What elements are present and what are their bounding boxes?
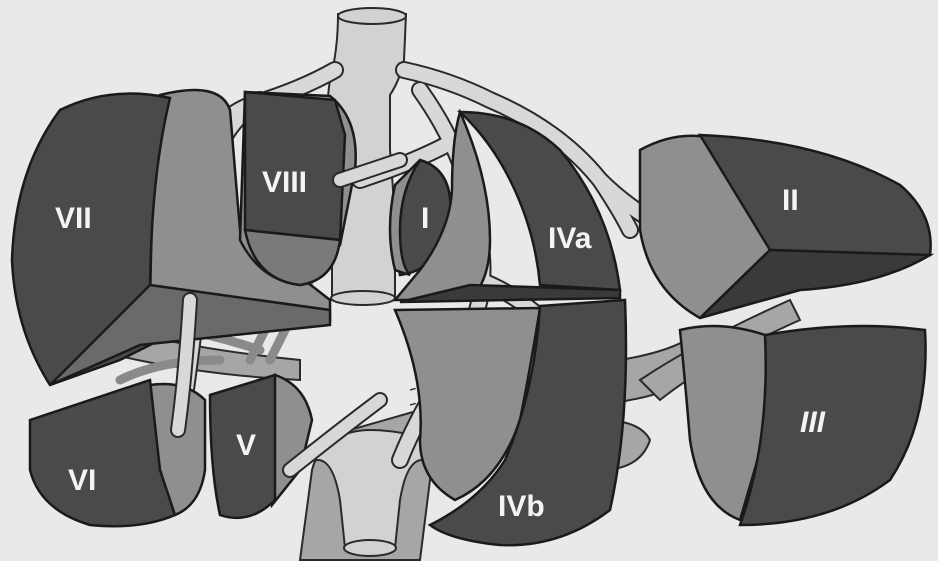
segment-label-ii: II — [782, 184, 799, 217]
segment-label-ivb: IVb — [498, 490, 545, 523]
ivc-top-opening — [338, 8, 406, 24]
segment-label-vi: VI — [68, 464, 96, 497]
ivc-cut — [331, 291, 395, 305]
segment-label-iii: III — [800, 406, 826, 439]
segment-label-vii: VII — [55, 202, 92, 235]
segment-label-v: V — [236, 429, 256, 462]
ivc-bottom-opening — [344, 540, 396, 556]
segment-label-i: I — [421, 202, 429, 235]
segment-label-viii: VIII — [262, 166, 307, 199]
segment-label-iva: IVa — [548, 222, 592, 255]
